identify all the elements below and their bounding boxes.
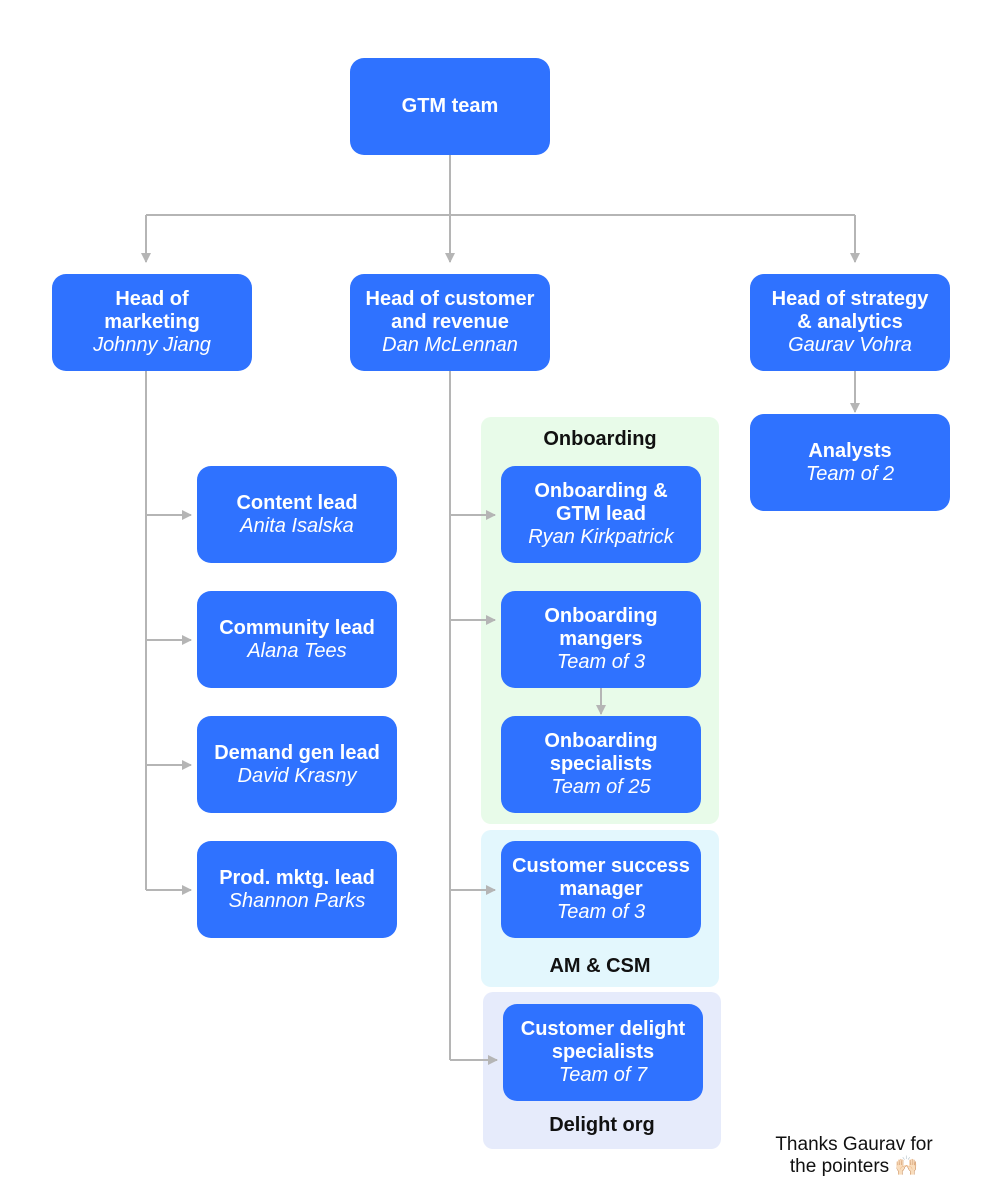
node-community-lead: Community lead Alana Tees — [197, 591, 397, 688]
node-onboarding-specialists: Onboarding specialists Team of 25 — [501, 716, 701, 813]
node-head-of-marketing-title: Head of marketing — [104, 288, 200, 333]
node-head-of-strategy: Head of strategy & analytics Gaurav Vohr… — [750, 274, 950, 371]
node-analysts-name: Team of 2 — [805, 462, 895, 485]
node-head-of-marketing-name: Johnny Jiang — [93, 334, 211, 356]
node-onboarding-gtm-lead-title: Onboarding & GTM lead — [534, 480, 668, 525]
node-onboarding-managers-name: Team of 3 — [556, 651, 646, 673]
node-head-of-marketing: Head of marketing Johnny Jiang — [52, 274, 252, 371]
node-customer-delight-specialists-title: Customer delight specialists — [520, 1018, 686, 1063]
node-community-lead-name: Alana Tees — [247, 639, 347, 662]
node-onboarding-gtm-lead: Onboarding & GTM lead Ryan Kirkpatrick — [501, 466, 701, 563]
node-content-lead-name: Anita Isalska — [240, 514, 354, 537]
group-am-csm-label: AM & CSM — [549, 955, 651, 977]
node-analysts: Analysts Team of 2 — [750, 414, 950, 511]
node-customer-success-manager-title: Customer success manager — [512, 855, 690, 900]
node-content-lead: Content lead Anita Isalska — [197, 466, 397, 563]
node-onboarding-specialists-name: Team of 25 — [551, 776, 651, 798]
node-prod-mktg-lead-title: Prod. mktg. lead — [219, 866, 375, 889]
node-head-of-strategy-name: Gaurav Vohra — [788, 334, 912, 356]
node-content-lead-title: Content lead — [236, 491, 358, 514]
node-prod-mktg-lead: Prod. mktg. lead Shannon Parks — [197, 841, 397, 938]
node-gtm-team: GTM team — [350, 58, 550, 155]
node-onboarding-managers: Onboarding mangers Team of 3 — [501, 591, 701, 688]
node-demand-gen-lead: Demand gen lead David Krasny — [197, 716, 397, 813]
node-head-of-customer-name: Dan McLennan — [382, 334, 518, 356]
node-customer-success-manager: Customer success manager Team of 3 — [501, 841, 701, 938]
node-community-lead-title: Community lead — [219, 616, 375, 639]
group-onboarding-label: Onboarding — [543, 428, 657, 450]
node-onboarding-specialists-title: Onboarding specialists — [544, 730, 658, 775]
node-prod-mktg-lead-name: Shannon Parks — [228, 889, 366, 912]
credit-note: Thanks Gaurav for the pointers 🙌🏻 — [775, 1134, 933, 1177]
node-gtm-team-title: GTM team — [401, 95, 499, 117]
node-customer-success-manager-name: Team of 3 — [556, 901, 646, 923]
node-demand-gen-lead-title: Demand gen lead — [214, 741, 380, 764]
node-analysts-title: Analysts — [808, 439, 892, 462]
node-onboarding-managers-title: Onboarding mangers — [544, 605, 658, 650]
node-head-of-customer-title: Head of customer and revenue — [365, 288, 535, 333]
node-head-of-customer: Head of customer and revenue Dan McLenna… — [350, 274, 550, 371]
group-delight-label: Delight org — [549, 1114, 655, 1136]
node-onboarding-gtm-lead-name: Ryan Kirkpatrick — [528, 526, 674, 548]
node-head-of-strategy-title: Head of strategy & analytics — [771, 288, 929, 333]
node-demand-gen-lead-name: David Krasny — [237, 764, 357, 787]
node-customer-delight-specialists: Customer delight specialists Team of 7 — [503, 1004, 703, 1101]
node-customer-delight-specialists-name: Team of 7 — [558, 1064, 648, 1086]
